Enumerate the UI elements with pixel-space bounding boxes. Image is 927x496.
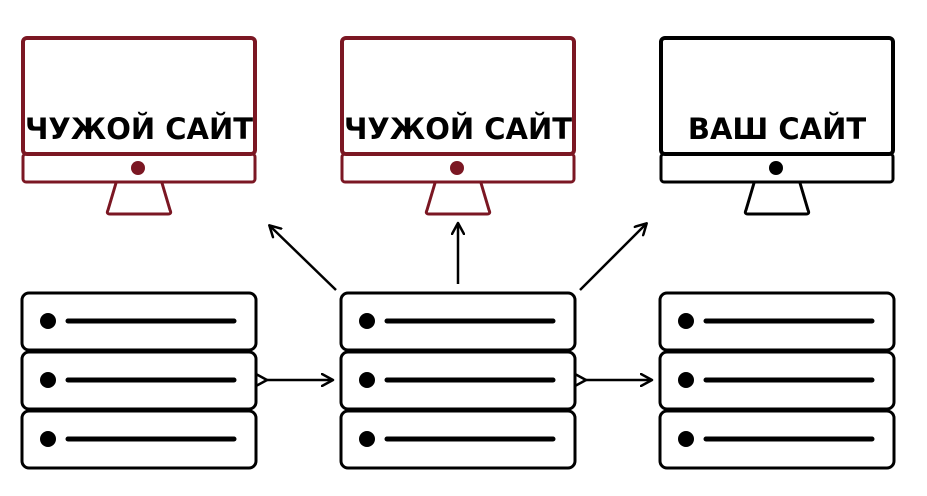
server-unit-frame — [658, 350, 896, 411]
server-unit-frame — [658, 291, 896, 352]
server-led-icon — [359, 431, 375, 447]
monitor-1-stand — [424, 182, 492, 216]
server-led-icon — [40, 313, 56, 329]
server-unit — [658, 350, 896, 411]
server-unit — [339, 291, 577, 352]
monitor-0-label: ЧУЖОЙ САЙТ — [25, 112, 253, 146]
server-rack-right — [658, 291, 896, 470]
server-rack-center — [339, 291, 577, 470]
server-unit — [20, 291, 258, 352]
server-led-icon — [40, 431, 56, 447]
monitor-foreign-site-2: ЧУЖОЙ САЙТ — [340, 36, 576, 216]
server-unit — [339, 350, 577, 411]
server-unit — [20, 350, 258, 411]
server-led-icon — [678, 372, 694, 388]
server-led-icon — [40, 372, 56, 388]
monitor-2-label: ВАШ САЙТ — [688, 112, 866, 146]
monitor-0-stand — [105, 182, 173, 216]
monitor-2-stand — [743, 182, 811, 216]
server-unit-frame — [339, 409, 577, 470]
monitor-1-power-dot — [450, 161, 464, 175]
server-rack-left — [20, 291, 258, 470]
arrow-up-left-icon — [270, 226, 337, 291]
server-led-icon — [678, 431, 694, 447]
server-unit — [339, 409, 577, 470]
monitor-0-power-dot — [131, 161, 145, 175]
monitor-2-power-dot — [769, 161, 783, 175]
monitor-1-label: ЧУЖОЙ САЙТ — [344, 112, 572, 146]
monitor-1-bezel — [340, 152, 576, 184]
server-unit-frame — [20, 409, 258, 470]
server-unit — [658, 291, 896, 352]
server-unit-frame — [20, 291, 258, 352]
server-led-icon — [359, 372, 375, 388]
monitor-0-bezel — [21, 152, 257, 184]
server-unit-frame — [20, 350, 258, 411]
monitor-2-bezel — [659, 152, 895, 184]
server-unit — [20, 409, 258, 470]
server-unit — [658, 409, 896, 470]
server-unit-frame — [658, 409, 896, 470]
arrow-up-right-icon — [579, 224, 646, 291]
server-unit-frame — [339, 350, 577, 411]
monitor-own-site: ВАШ САЙТ — [659, 36, 895, 216]
monitor-foreign-site-1: ЧУЖОЙ САЙТ — [21, 36, 257, 216]
server-led-icon — [359, 313, 375, 329]
server-unit-frame — [339, 291, 577, 352]
server-led-icon — [678, 313, 694, 329]
